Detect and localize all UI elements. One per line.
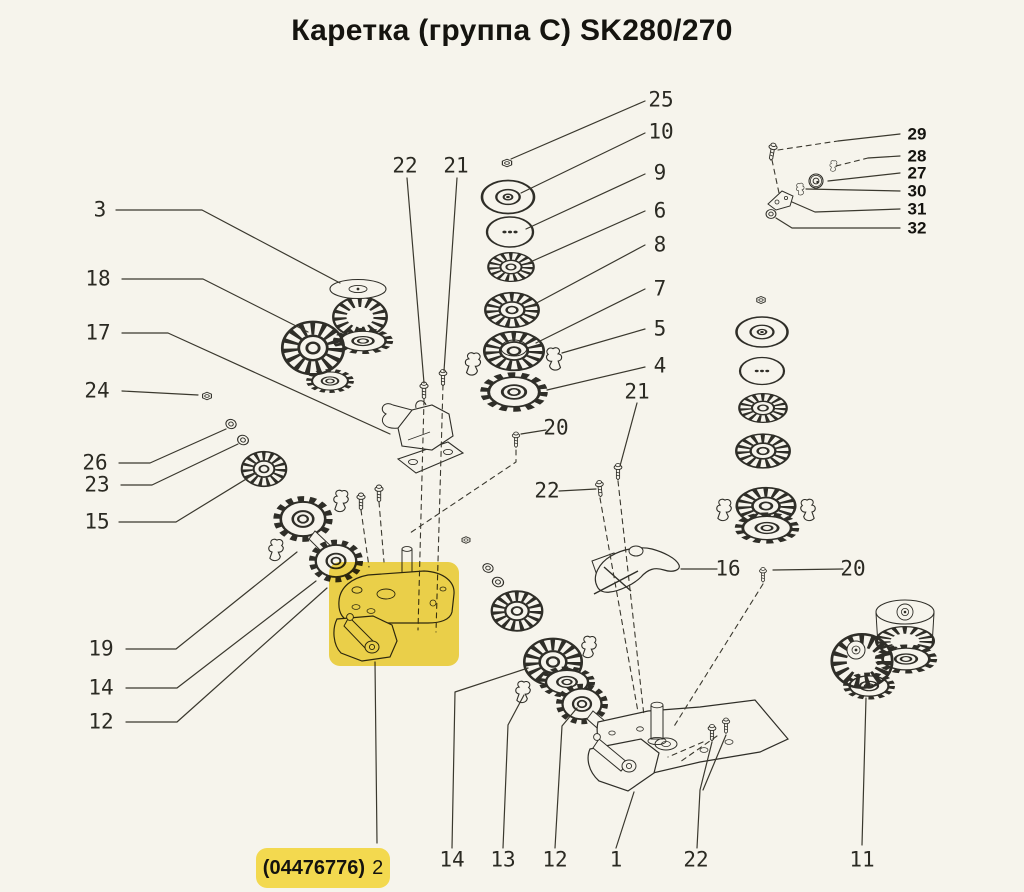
part-number: 2 — [372, 857, 384, 879]
callout-part-12-left: 12 — [88, 709, 114, 734]
callout-part-13-bottom: 13 — [490, 847, 516, 872]
callout-part-7: 7 — [653, 276, 667, 301]
callout-part-1: 1 — [609, 847, 623, 872]
callout-part-6: 6 — [653, 198, 667, 223]
mid-small-parts — [419, 369, 767, 631]
callout-part-3: 3 — [93, 197, 107, 222]
callout-part-16: 16 — [715, 556, 741, 581]
callout-part-10: 10 — [648, 119, 674, 144]
callout-part-23: 23 — [84, 472, 110, 497]
callout-part-14-left: 14 — [88, 675, 114, 700]
fastener-cluster-top-right — [765, 141, 838, 219]
callout-part-31: 31 — [907, 199, 927, 219]
callout-part-29: 29 — [907, 124, 927, 144]
callout-part-4: 4 — [653, 353, 667, 378]
highlighted-part-label: (04476776) 2 — [256, 848, 390, 888]
callout-part-27: 27 — [907, 163, 927, 183]
wheel-pair-part-11 — [832, 599, 934, 698]
callout-part-19: 19 — [88, 636, 114, 661]
callout-part-5: 5 — [653, 316, 667, 341]
callout-part-9: 9 — [653, 160, 667, 185]
callout-part-18: 18 — [85, 266, 111, 291]
callout-part-8: 8 — [653, 232, 667, 257]
left-parts-cluster — [202, 391, 384, 579]
callout-part-20-right: 20 — [840, 556, 866, 581]
highlight-region — [329, 562, 459, 666]
callout-part-14-bottom: 14 — [439, 847, 465, 872]
page-title: Каретка (группа C) SK280/270 — [291, 14, 733, 47]
callout-part-28: 28 — [907, 146, 927, 166]
callout-part-22-mid: 22 — [534, 478, 560, 503]
callout-part-15: 15 — [84, 509, 110, 534]
left-wheel-assembly — [282, 278, 389, 392]
callout-part-25: 25 — [648, 87, 674, 112]
callout-part-17: 17 — [85, 320, 111, 345]
bracket-part-17 — [381, 400, 465, 474]
leader-lines — [115, 100, 901, 849]
callout-part-12-bottom: 12 — [542, 847, 568, 872]
lever-part-16 — [591, 545, 680, 595]
callout-part-22-bottom: 22 — [683, 847, 709, 872]
callout-part-26: 26 — [82, 450, 108, 475]
callout-part-24: 24 — [84, 378, 110, 403]
construction-lines — [360, 140, 869, 763]
callout-part-21-mid: 21 — [624, 379, 650, 404]
callout-part-22-top: 22 — [392, 153, 418, 178]
callout-part-20-mid: 20 — [543, 415, 569, 440]
part-code: (04476776) — [262, 857, 366, 879]
center-parts-stack — [464, 158, 563, 409]
bottom-carriage-assembly — [515, 635, 789, 792]
callout-part-32: 32 — [907, 218, 927, 238]
callout-part-21-top: 21 — [443, 153, 469, 178]
callout-part-11: 11 — [849, 847, 875, 872]
right-parts-stack — [716, 295, 816, 541]
callout-part-30: 30 — [907, 181, 927, 201]
